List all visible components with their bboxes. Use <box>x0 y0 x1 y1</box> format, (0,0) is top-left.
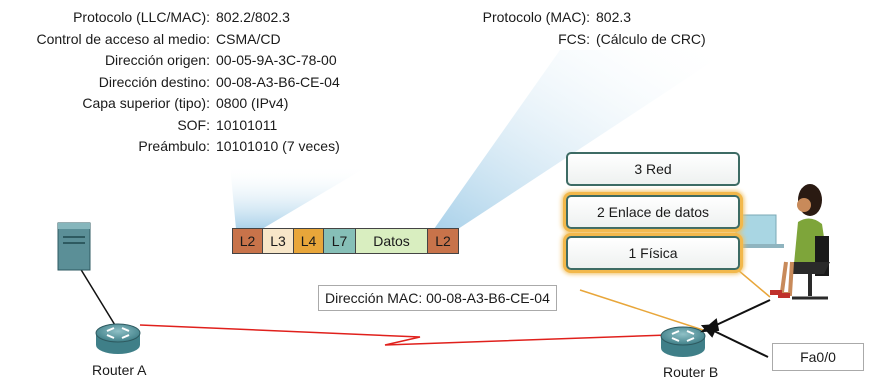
right-info-value: 802.3 <box>596 9 632 25</box>
left-info-value: 10101011 <box>216 116 278 133</box>
router-a-label: Router A <box>92 362 147 378</box>
router-b-label: Router B <box>663 364 719 380</box>
router-b-icon <box>660 326 706 357</box>
right-info-row: Protocolo (MAC): 802.3 <box>440 8 750 30</box>
left-info-row: SOF: 10101011 <box>0 116 370 138</box>
frame-segment-l7: L7 <box>324 229 356 253</box>
frame-segment-data: Datos <box>356 229 428 253</box>
user-at-desk-icon <box>732 184 830 300</box>
left-info-row: Dirección destino: 00-08-A3-B6-CE-04 <box>0 73 370 95</box>
layer-physical: 1 Física <box>566 236 740 270</box>
router-a-icon <box>95 323 141 354</box>
left-info-value: 10101010 (7 veces) <box>216 138 340 154</box>
encapsulated-frame: L2 L3 L4 L7 Datos L2 <box>232 228 459 254</box>
left-info-label: Dirección origen: <box>104 52 210 68</box>
left-info-label: SOF: <box>177 116 210 133</box>
layer-network: 3 Red <box>566 152 740 186</box>
left-info-value: 0800 (IPv4) <box>216 95 289 111</box>
frame-segment-l2-header: L2 <box>233 229 263 253</box>
interface-callout: Fa0/0 <box>772 343 864 371</box>
right-info-value: (Cálculo de CRC) <box>596 30 706 47</box>
right-trailer-beam <box>434 50 730 229</box>
mac-callout-line <box>579 289 704 331</box>
left-info-value: 802.2/802.3 <box>216 9 290 25</box>
frame-segment-l4: L4 <box>294 229 324 253</box>
left-info-row: Preámbulo: 10101010 (7 veces) <box>0 137 370 159</box>
wan-link <box>139 324 669 346</box>
left-info-row: Protocolo (LLC/MAC): 802.2/802.3 <box>0 8 370 30</box>
server-icon <box>57 222 91 271</box>
left-info-label: Protocolo (LLC/MAC): <box>73 9 210 25</box>
server-router-link <box>79 267 119 331</box>
right-info-label: FCS: <box>558 30 590 47</box>
left-info-row: Control de acceso al medio: CSMA/CD <box>0 30 370 52</box>
left-info-row: Capa superior (tipo): 0800 (IPv4) <box>0 94 370 116</box>
right-info-label: Protocolo (MAC): <box>482 9 590 25</box>
left-info-label: Preámbulo: <box>138 138 210 154</box>
right-info-row: FCS: (Cálculo de CRC) <box>440 30 750 52</box>
left-header-beam <box>230 165 370 229</box>
left-info-value: 00-05-9A-3C-78-00 <box>216 52 337 68</box>
left-info-label: Dirección destino: <box>98 73 210 90</box>
left-info-row: Dirección origen: 00-05-9A-3C-78-00 <box>0 51 370 73</box>
frame-segment-l2-trailer: L2 <box>428 229 458 253</box>
frame-segment-l3: L3 <box>263 229 294 253</box>
interface-arrows-icon <box>700 299 771 358</box>
left-info-label: Capa superior (tipo): <box>82 95 210 111</box>
left-info-value: 00-08-A3-B6-CE-04 <box>216 73 340 90</box>
left-info-label: Control de acceso al medio: <box>36 30 210 47</box>
mac-address-callout: Dirección MAC: 00-08-A3-B6-CE-04 <box>318 285 557 311</box>
layer-data-link: 2 Enlace de datos <box>566 195 740 229</box>
left-info-value: CSMA/CD <box>216 30 281 47</box>
